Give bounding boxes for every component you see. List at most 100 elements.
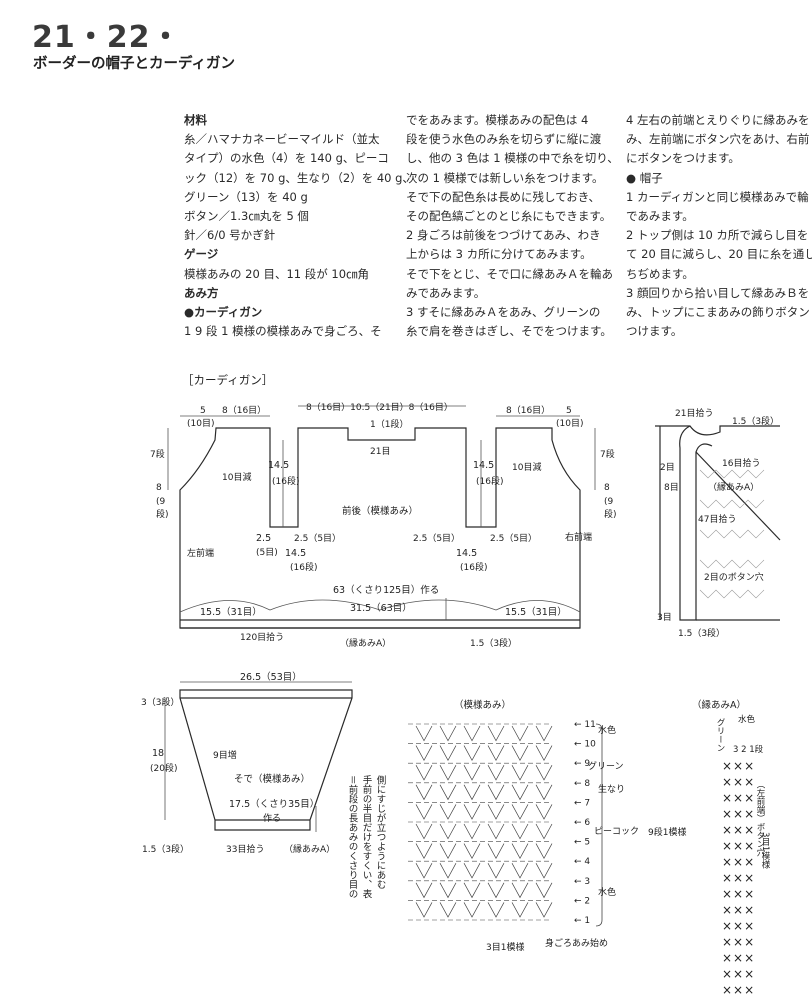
col_right-line: 1 カーディガンと同じ模様あみで輪: [626, 189, 809, 204]
chart-stitch-mark: [535, 725, 553, 742]
underarm-right-pair: 2.5（5目）: [413, 533, 460, 544]
width-right: 15.5（31目）: [505, 606, 567, 618]
chart-stitch-mark: [415, 882, 433, 899]
chart-stitch-mark: [415, 823, 433, 840]
chart-row-number: ← 9: [574, 759, 590, 769]
width-center: 31.5（63目）: [350, 602, 412, 614]
edge-stitch-row: ×××: [722, 967, 755, 981]
chart-stitch-mark: [415, 784, 433, 801]
chart-row-number: ← 10: [574, 740, 596, 750]
dim-rows-8-left: 8: [156, 483, 162, 493]
chart-stitch-mark: [439, 902, 457, 918]
sleeve-cuff-rows: 1.5（3段）: [142, 843, 189, 855]
chart-stitch-mark: [535, 784, 553, 801]
chart-stitch-mark: [511, 902, 529, 918]
chart-stitch-mark: [463, 765, 481, 781]
col_center-line: 3 すそに縁あみＡをあみ、グリーンの: [406, 305, 601, 320]
col_center-line: 2 身ごろは前後をつづけてあみ、わき: [406, 228, 601, 243]
sleeve-pick-33: 33目拾う: [226, 843, 264, 855]
collar-pick-16: 16目拾う: [722, 457, 760, 469]
chart-row-number: ← 1: [574, 916, 590, 926]
left-front-label: 左前端: [187, 547, 214, 559]
instructions-column-left: 材料糸／ハマナカネービーマイルド（並太タイプ）の水色（4）を 140 g、ピーコ…: [184, 111, 414, 341]
cardigan-dimension-lines: [167, 405, 596, 620]
chart-stitch-mark: [463, 902, 481, 918]
pick-120: 120目拾う: [240, 631, 284, 643]
dim-shoulder-right-8: 8（16目）: [506, 405, 550, 416]
underarm-right-145: 14.5: [456, 548, 477, 559]
collar-sts-47: 47目拾う: [698, 513, 736, 525]
col_right-line: ● 帽子: [626, 170, 663, 185]
width-left: 15.5（31目）: [200, 606, 262, 618]
dim-rows-8-right: 8: [604, 483, 610, 493]
sleeve-outline: [179, 689, 353, 831]
underarm-left-rows: (16段): [290, 561, 317, 573]
chart-stitch-mark: [487, 823, 505, 840]
chart-stitch-mark: [415, 863, 433, 879]
collar-edge-a: （縁あみA）: [708, 481, 759, 493]
edge-stitch-row: ×××: [722, 839, 755, 853]
chart-stitch-mark: [439, 843, 457, 859]
chart-stitch-mark: [463, 863, 481, 879]
col_center-line: 次の 1 模様では新しい糸をつけます。: [406, 170, 604, 185]
dim-rows-7-right: 7段: [600, 448, 615, 460]
armhole-right-h: 14.5: [473, 460, 494, 471]
col_left-line: タイプ）の水色（4）を 140 g、ピーコ: [184, 151, 389, 166]
chart-stitch-mark: [487, 863, 505, 879]
collar-band: 1.5（3段）: [732, 415, 779, 427]
chart-stitch-mark: [439, 784, 457, 801]
edge-chart: ××××××××××××××××××××××××××××××××××××××××…: [722, 759, 755, 997]
chart-stitch-mark: [487, 804, 505, 820]
dim-neck-top: 8（16目）10.5（21目）8（16目）: [306, 402, 453, 413]
collar-pick-21: 21目拾う: [675, 407, 713, 419]
chart-stitch-mark: [535, 765, 553, 781]
edge-stitch-row: ×××: [722, 903, 755, 917]
col_left-line: 材料: [184, 113, 207, 127]
col_center-line: し、他の 3 色は 1 模様の中で糸を切り、: [406, 151, 619, 166]
chart-row-number: ← 3: [574, 877, 590, 887]
dim-neck-rows: 1（1段）: [370, 418, 408, 430]
pattern-chart: ← 11← 10← 9← 8← 7← 6← 5← 4← 3← 2← 1: [408, 720, 603, 927]
col_right-line: つけます。: [626, 324, 683, 339]
chart-color-peacock: ピーコック: [594, 826, 639, 837]
col_left-line: 1 9 段 1 模様の模様あみで身ごろ、そ: [184, 324, 382, 339]
col_right-line: み、トップにこまあみの飾りボタン: [626, 305, 810, 320]
col_left-line: 針／6/0 号かぎ針: [184, 228, 276, 243]
sleeve-top-width: 26.5（53目）: [240, 671, 302, 683]
chart-stitch-mark: [439, 823, 457, 840]
chart-stitch-mark: [415, 843, 433, 859]
chart-color-natural: 生なり: [598, 783, 625, 795]
edge-stitch-row: ×××: [722, 887, 755, 901]
chart-side-note-2: 手前の半目だけをすくい、表: [361, 774, 373, 899]
collar-buttonhole: 2目のボタン穴: [704, 571, 764, 583]
chart-row-number: ← 8: [574, 779, 590, 789]
edge-chart-buttonhole: （左前端）ボタン穴: [755, 780, 765, 857]
col_left-line: ボタン／1.3㎝丸を 5 個: [184, 209, 309, 224]
chart-stitch-mark: [439, 804, 457, 820]
edge-a-body: （縁あみA）: [340, 637, 391, 649]
underarm-left-5: (5目): [256, 547, 278, 558]
chart-stitch-mark: [511, 863, 529, 879]
collar-pattern-texture: [699, 469, 765, 599]
chart-stitch-mark: [511, 843, 529, 859]
page-title: ボーダーの帽子とカーディガン: [33, 56, 235, 72]
underarm-left-pair: 2.5（5目）: [294, 533, 341, 544]
dim-shoulder-left-a: 5: [200, 406, 206, 416]
col_left-line: 模様あみの 20 目、11 段が 10㎝角: [184, 266, 370, 281]
body-label: 前後（模様あみ）: [342, 505, 418, 517]
collar-sts-2: 2目: [660, 462, 675, 473]
chart-stitch-mark: [535, 823, 553, 840]
border-15: 1.5（3段）: [470, 637, 517, 649]
underarm-left-145: 14.5: [285, 548, 306, 559]
chart-stitch-mark: [511, 804, 529, 820]
cardigan-body-outline: [179, 427, 581, 629]
chart-stitch-mark: [415, 804, 433, 820]
chart-stitch-mark: [463, 804, 481, 820]
chart-start-note: 身ごろあみ始め: [545, 937, 608, 949]
pattern-number: 21・22・: [32, 20, 182, 55]
chart-stitch-mark: [511, 882, 529, 899]
edge-stitch-row: ×××: [722, 807, 755, 821]
col_center-line: そで下の配色糸は長めに残しておき、: [406, 189, 601, 204]
sleeve-length-rows: (20段): [150, 762, 177, 774]
instructions-column-right: 4 左右の前端とえりぐりに縁あみをみ、左前端にボタン穴をあけ、右前にボタンをつけ…: [626, 111, 812, 341]
